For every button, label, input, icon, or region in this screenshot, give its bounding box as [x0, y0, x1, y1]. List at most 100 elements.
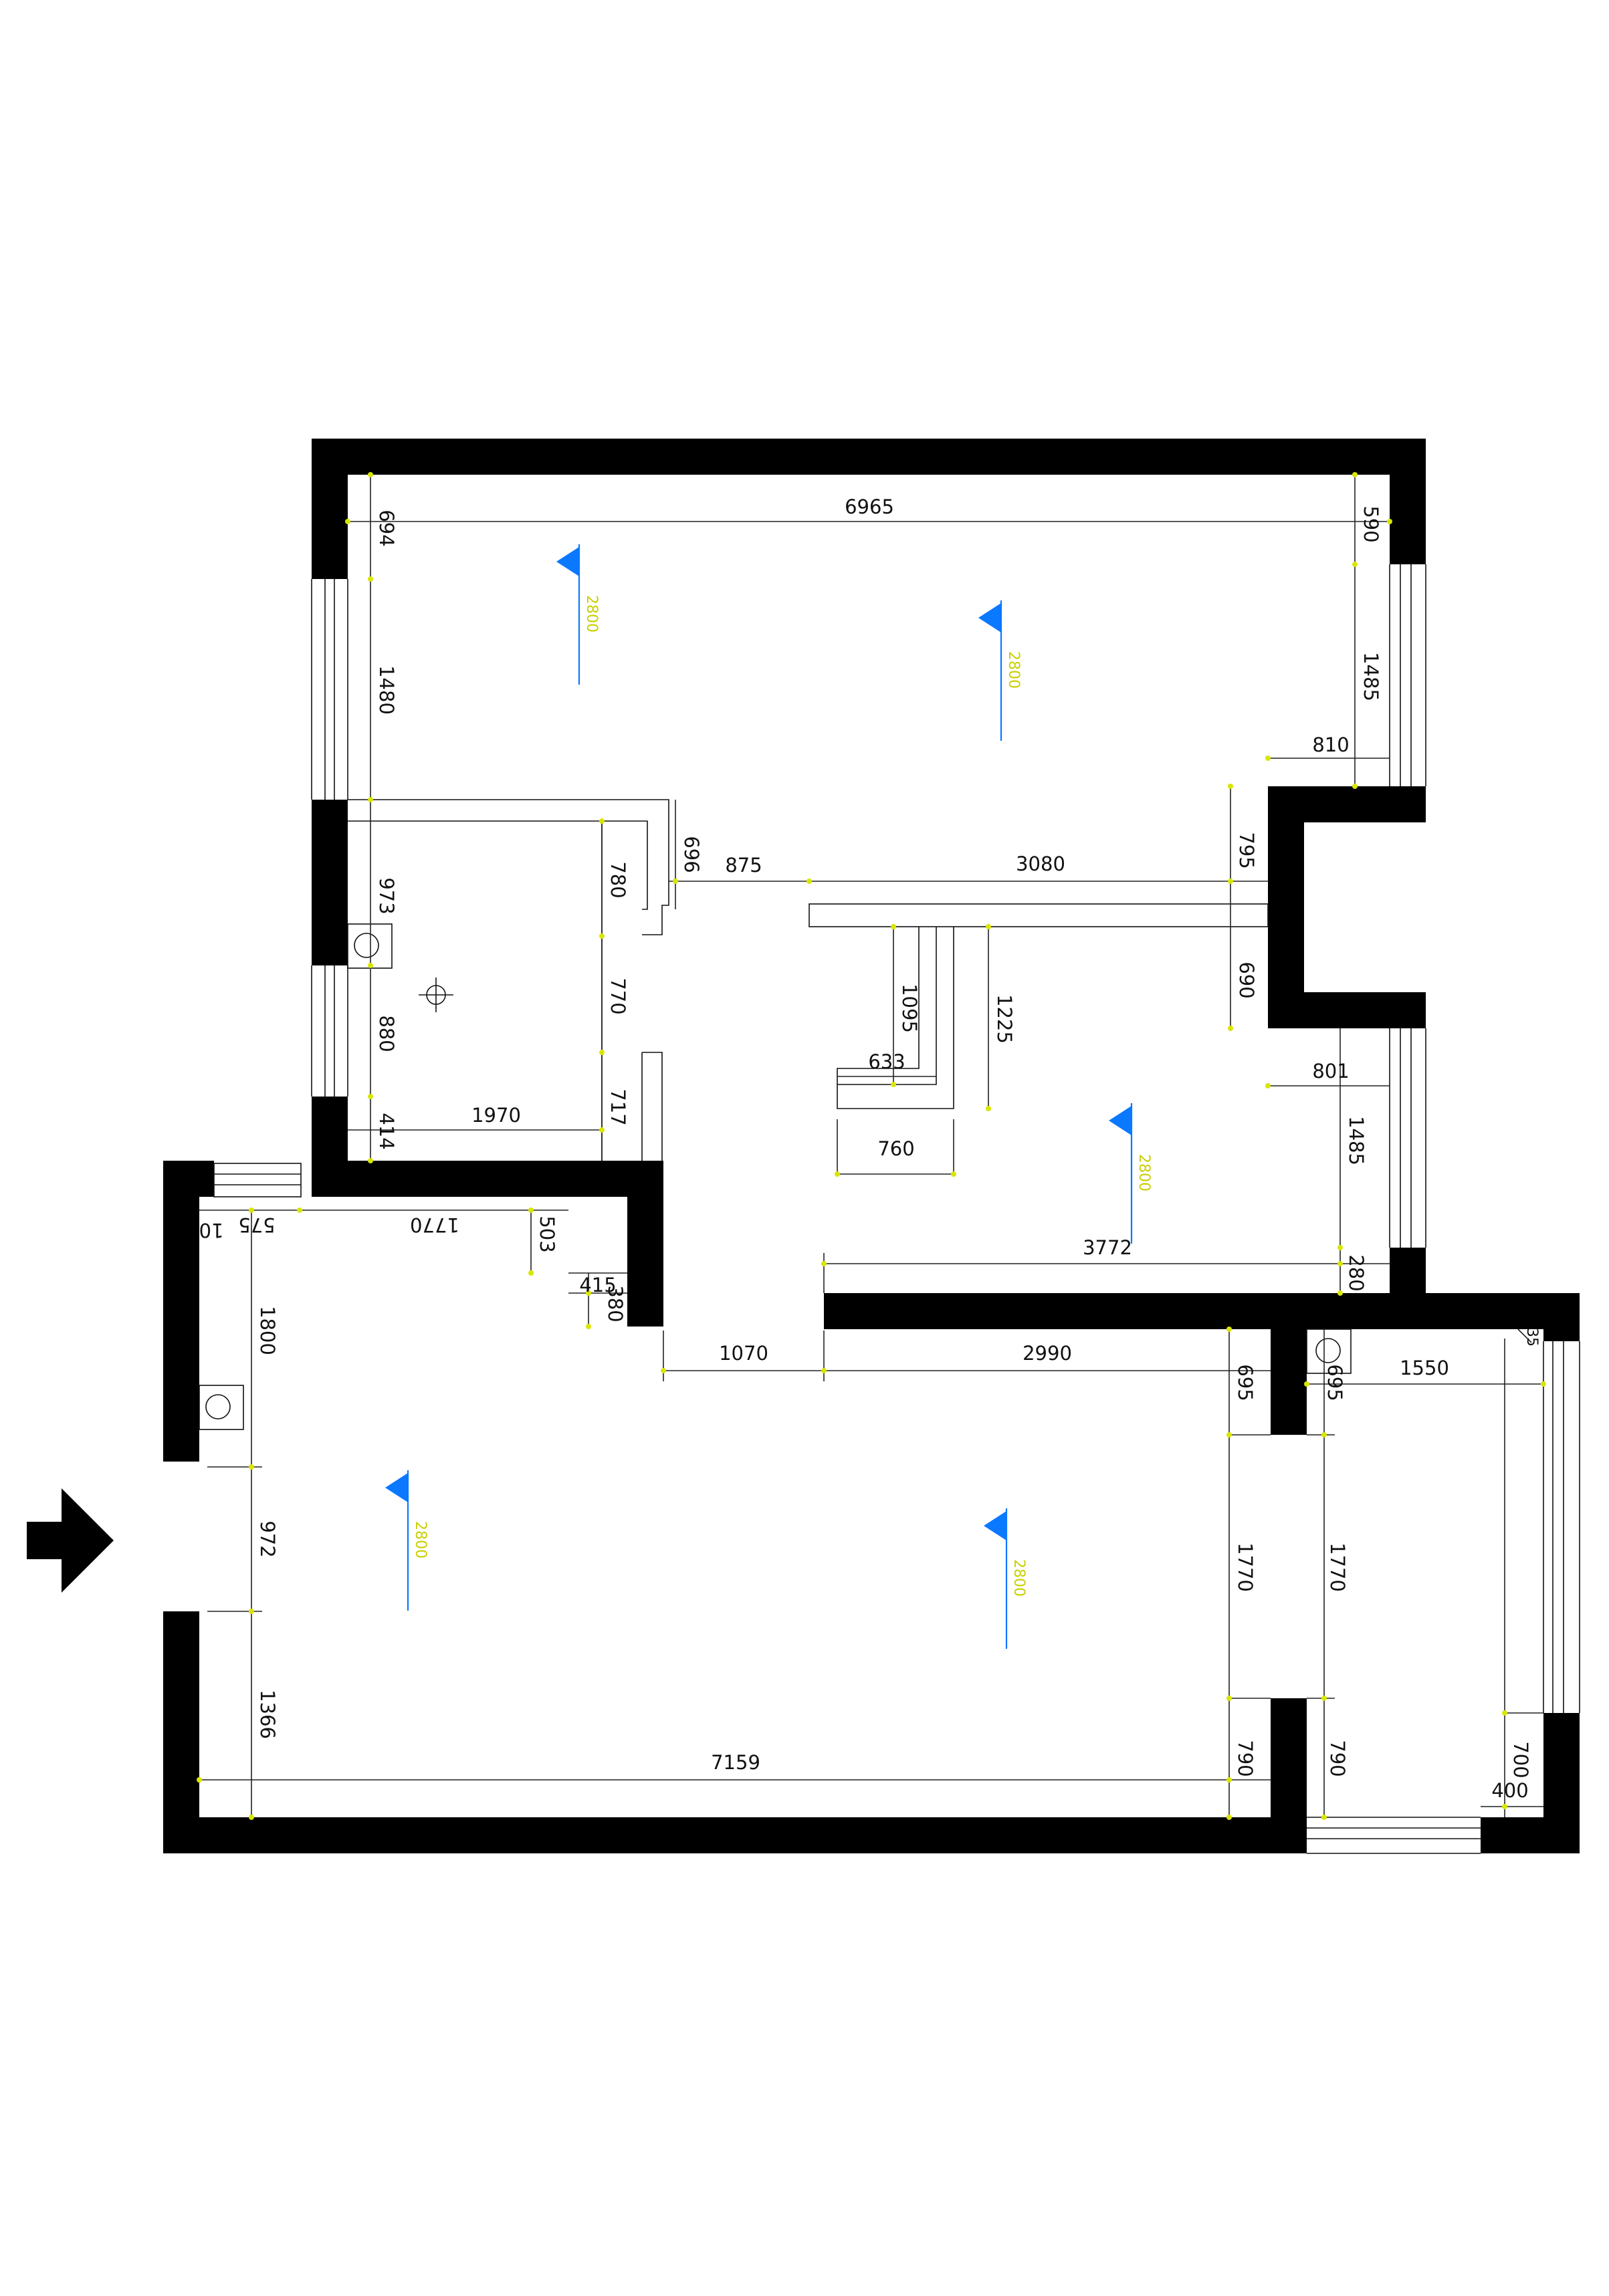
wall-living-left-upper	[163, 1161, 199, 1462]
level-marker: 2800	[1109, 1103, 1152, 1244]
dim-living-2990: 2990	[1023, 1342, 1072, 1365]
dim-partition-1095: 1095	[898, 984, 921, 1033]
level-marker: 2800	[984, 1508, 1027, 1649]
dim-bath-770: 770	[607, 978, 629, 1014]
dim-balcony-1770: 1770	[1326, 1542, 1349, 1592]
pipe-icon	[205, 1394, 231, 1419]
pipe-icon	[1315, 1338, 1341, 1363]
wall-left-upper	[312, 439, 348, 579]
dim-right-590: 590	[1360, 505, 1382, 542]
partition-l-shape	[837, 927, 954, 1109]
dim-bath-973: 973	[375, 877, 398, 914]
level-flag-icon	[978, 603, 1001, 633]
dim-living-695: 695	[1234, 1364, 1257, 1401]
windows	[213, 564, 1580, 1854]
wall-bath-bottom	[312, 1161, 663, 1197]
dim-living-972: 972	[256, 1520, 279, 1557]
level-marker: 2800	[556, 544, 600, 685]
level-value: 2800	[1010, 1559, 1027, 1597]
dim-living-1770: 1770	[410, 1214, 459, 1236]
wall-right-upper	[1390, 439, 1426, 564]
dim-living-1366: 1366	[256, 1690, 279, 1739]
dim-balcony-35: 35	[1523, 1328, 1540, 1347]
dim-door-696: 696	[680, 836, 703, 873]
wall-right-lower	[1390, 1248, 1426, 1294]
level-marker: 2800	[978, 600, 1022, 741]
pipe-box-bathroom	[347, 923, 393, 969]
dim-recess-690: 690	[1235, 961, 1258, 998]
dim-bath-414: 414	[375, 1113, 398, 1149]
wall-balcony-bottom	[1481, 1817, 1580, 1853]
window-living-top	[213, 1163, 302, 1197]
level-value: 2800	[1136, 1154, 1152, 1191]
ceiling-level-markers: 2800 2800 2800 2800 2800	[385, 544, 1152, 1649]
wall-middle	[824, 1293, 1580, 1329]
arrow-right-icon	[27, 1488, 114, 1593]
wall-bath-door-jamb	[627, 1161, 663, 1327]
dim-living-575: 575	[238, 1214, 275, 1236]
dim-right-280: 280	[1345, 1254, 1368, 1291]
pipe-box-balcony	[1306, 1329, 1352, 1374]
dim-bath-780: 780	[607, 861, 629, 898]
dim-living-503: 503	[536, 1216, 558, 1252]
dim-bath-880: 880	[375, 1015, 398, 1052]
dim-partition-1225: 1225	[993, 994, 1016, 1044]
level-value: 2800	[412, 1521, 429, 1559]
level-value: 2800	[583, 595, 600, 633]
dim-right-lower-1485: 1485	[1345, 1116, 1368, 1165]
level-value: 2800	[1005, 651, 1022, 689]
dim-living-7159: 7159	[711, 1751, 760, 1774]
pipe-box-living	[199, 1385, 244, 1430]
dim-living-1070: 1070	[719, 1342, 768, 1365]
window-balcony-bottom	[1307, 1817, 1481, 1854]
partition-horizontal	[809, 903, 1269, 927]
pipe-icon	[354, 933, 379, 958]
level-marker: 2800	[385, 1470, 429, 1611]
floor-drain-icon	[419, 978, 453, 1012]
level-flag-icon	[984, 1511, 1006, 1540]
dim-partition-760: 760	[877, 1137, 914, 1160]
wall-recess-bottom	[1268, 992, 1426, 1028]
dim-balcony-700: 700	[1509, 1741, 1532, 1778]
dim-balcony-695: 695	[1323, 1364, 1346, 1401]
window-balcony-right	[1543, 1341, 1580, 1713]
partitions	[199, 799, 1352, 1430]
window-right-top	[1389, 564, 1426, 786]
window-left-mid	[311, 965, 348, 1097]
dim-partition-633: 633	[868, 1050, 905, 1073]
dim-recess-801: 801	[1312, 1060, 1349, 1082]
wall-column-upper	[1271, 1293, 1307, 1435]
dimension-labels: 6965 694 1480 590 1485 810 795 690 801 1…	[199, 495, 1540, 1802]
wall-left-mid	[312, 800, 348, 965]
wall-living-left-lower	[163, 1611, 199, 1853]
dim-living-1770-right: 1770	[1234, 1542, 1257, 1592]
dim-living-790: 790	[1234, 1740, 1257, 1776]
dim-span-3772: 3772	[1083, 1236, 1132, 1259]
dim-recess-810: 810	[1312, 733, 1349, 756]
dim-living-415: 415	[579, 1274, 616, 1296]
dim-living-380: 380	[604, 1285, 627, 1322]
dim-recess-795: 795	[1235, 832, 1258, 869]
wall-top	[312, 439, 1426, 475]
wall-living-bottom	[163, 1817, 1307, 1853]
level-flag-icon	[385, 1473, 408, 1502]
wall-left-low	[312, 1097, 348, 1163]
dim-bath-1970: 1970	[471, 1104, 521, 1127]
level-flag-icon	[1109, 1106, 1132, 1135]
dim-balcony-400: 400	[1491, 1779, 1528, 1802]
dim-balcony-1550: 1550	[1400, 1357, 1449, 1379]
wall-balcony-right-upper	[1543, 1293, 1580, 1341]
dimension-lines	[199, 475, 1543, 1817]
dim-left-1480: 1480	[375, 665, 398, 715]
dimension-ticks	[197, 472, 1546, 1820]
walls	[163, 439, 1580, 1853]
dim-top-width: 6965	[845, 495, 894, 518]
dim-partition-3080: 3080	[1016, 852, 1065, 875]
bathroom-partition	[348, 799, 669, 935]
dim-living-10: 10	[199, 1219, 224, 1242]
window-right-lower	[1389, 1028, 1426, 1248]
dim-bath-717: 717	[607, 1088, 629, 1125]
dim-living-1800: 1800	[256, 1306, 279, 1355]
dim-left-694: 694	[375, 509, 398, 546]
